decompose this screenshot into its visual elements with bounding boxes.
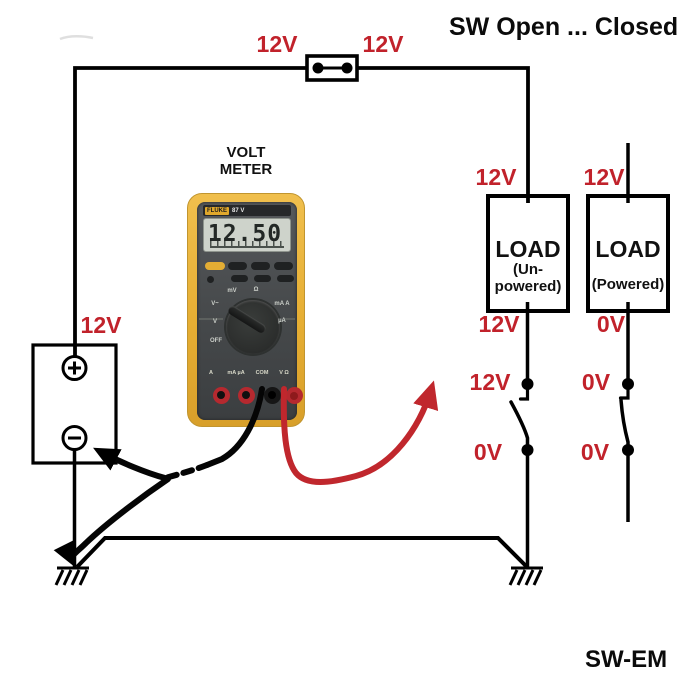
jack-volts [285,387,303,404]
meter-button-round [207,276,214,283]
lcd-bargraph [210,241,284,248]
artifact-smudge [59,35,94,41]
battery-negative-terminal [61,425,88,451]
meter-button [251,262,270,270]
meter-button-yellow [205,262,225,270]
load-subtitle: (Powered) [591,276,665,293]
volt-meter: FLUKE 87 V 12.50 [187,193,305,427]
top-bus-wire [73,66,530,357]
jack-com [263,386,281,404]
load-box-powered: LOAD (Powered) [586,194,670,313]
switch-closed-icon [618,378,634,456]
brand-logo: FLUKE [205,206,229,215]
rotary-dial [226,300,280,354]
switch-open-icon [509,378,534,456]
load-subtitle: (Un- [513,261,543,278]
panel-groove [199,318,223,320]
meter-button [228,262,247,270]
caption-line: VOLT [226,144,266,161]
meter-panel: FLUKE 87 V 12.50 [197,202,303,420]
fuse [305,54,359,82]
jack-amps [212,386,230,404]
load-title: LOAD [595,236,661,262]
dial-knob [226,304,268,335]
ground-icon [54,566,89,586]
volt-meter-caption: VOLT METER [186,144,306,178]
meter-button [231,275,248,282]
brand-model: 87 V [232,207,245,214]
meter-brand-bar: FLUKE 87 V [203,205,291,216]
bottom-bus-wire [75,536,529,569]
meter-button [254,275,271,282]
battery-positive-terminal [61,355,88,381]
panel-groove [285,318,295,320]
meter-button [274,262,293,270]
battery-box [31,343,118,465]
caption-line: METER [219,161,273,178]
load-subtitle: powered) [494,278,562,296]
jack-milliamps [237,386,255,404]
ground-icon [508,566,543,586]
load-box-unpowered: LOAD (Un- powered) [486,194,570,313]
load-title: LOAD [495,236,561,262]
meter-lcd: 12.50 [203,218,291,252]
meter-button [277,275,294,282]
